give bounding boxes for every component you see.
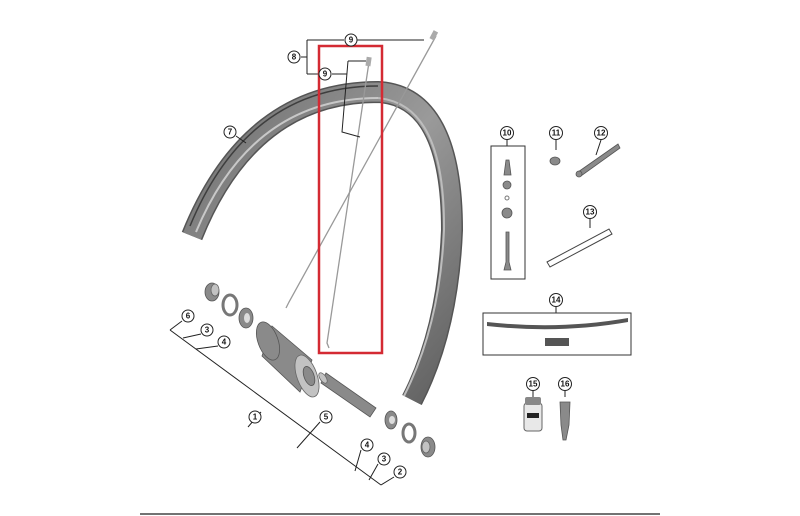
svg-text:3: 3 [382,455,387,464]
callout-3: 3 [200,323,214,337]
callout-2: 2 [393,465,407,479]
rim-tape[interactable] [546,228,613,268]
svg-text:1: 1 [253,413,258,422]
callout-4-b: 4 [360,438,374,452]
callout-6: 6 [181,309,195,323]
callout-1: 1 [248,410,262,424]
callout-3-b: 3 [377,452,391,466]
bearing-left[interactable] [238,307,254,329]
svg-text:3: 3 [205,326,210,335]
svg-text:14: 14 [552,296,561,305]
svg-text:6: 6 [186,312,191,321]
svg-text:8: 8 [292,53,297,62]
hub[interactable] [252,319,324,400]
callout-14: 14 [549,293,563,307]
svg-text:2: 2 [398,468,403,477]
spoke-nipple[interactable] [549,156,561,166]
callout-12: 12 [594,126,608,140]
bearing-right[interactable] [384,410,398,430]
spoke-wrench[interactable] [575,143,621,178]
svg-text:11: 11 [552,129,561,138]
sealant-bottle[interactable] [523,397,543,432]
callout-13: 13 [583,205,597,219]
callout-11: 11 [549,126,563,140]
callout-5: 5 [319,410,333,424]
svg-text:12: 12 [597,129,606,138]
end-cap-right[interactable] [420,436,436,458]
rim[interactable] [181,80,464,406]
svg-text:9: 9 [323,70,328,79]
callout-9: 9 [344,33,358,47]
leader-lines [169,39,602,486]
end-cap-left[interactable] [204,282,220,302]
callout-8: 8 [287,50,301,64]
svg-text:15: 15 [529,380,538,389]
spoke-set[interactable] [285,30,439,349]
svg-text:5: 5 [324,413,329,422]
ring-right[interactable] [401,422,417,444]
axle[interactable] [317,371,377,418]
valve-kit[interactable] [490,145,526,280]
valve-adapter[interactable] [559,401,571,441]
svg-text:4: 4 [365,441,370,450]
callout-10: 10 [500,126,514,140]
decal-sheet[interactable] [482,312,632,356]
svg-text:13: 13 [586,208,595,217]
svg-text:7: 7 [228,128,233,137]
callout-4: 4 [217,335,231,349]
svg-text:4: 4 [222,338,227,347]
callout-16: 16 [558,377,572,391]
ring-left[interactable] [221,293,239,317]
svg-text:16: 16 [561,380,570,389]
callout-7: 7 [223,125,237,139]
callout-9-b: 9 [318,67,332,81]
svg-text:10: 10 [503,129,512,138]
svg-text:9: 9 [349,36,354,45]
callout-15: 15 [526,377,540,391]
